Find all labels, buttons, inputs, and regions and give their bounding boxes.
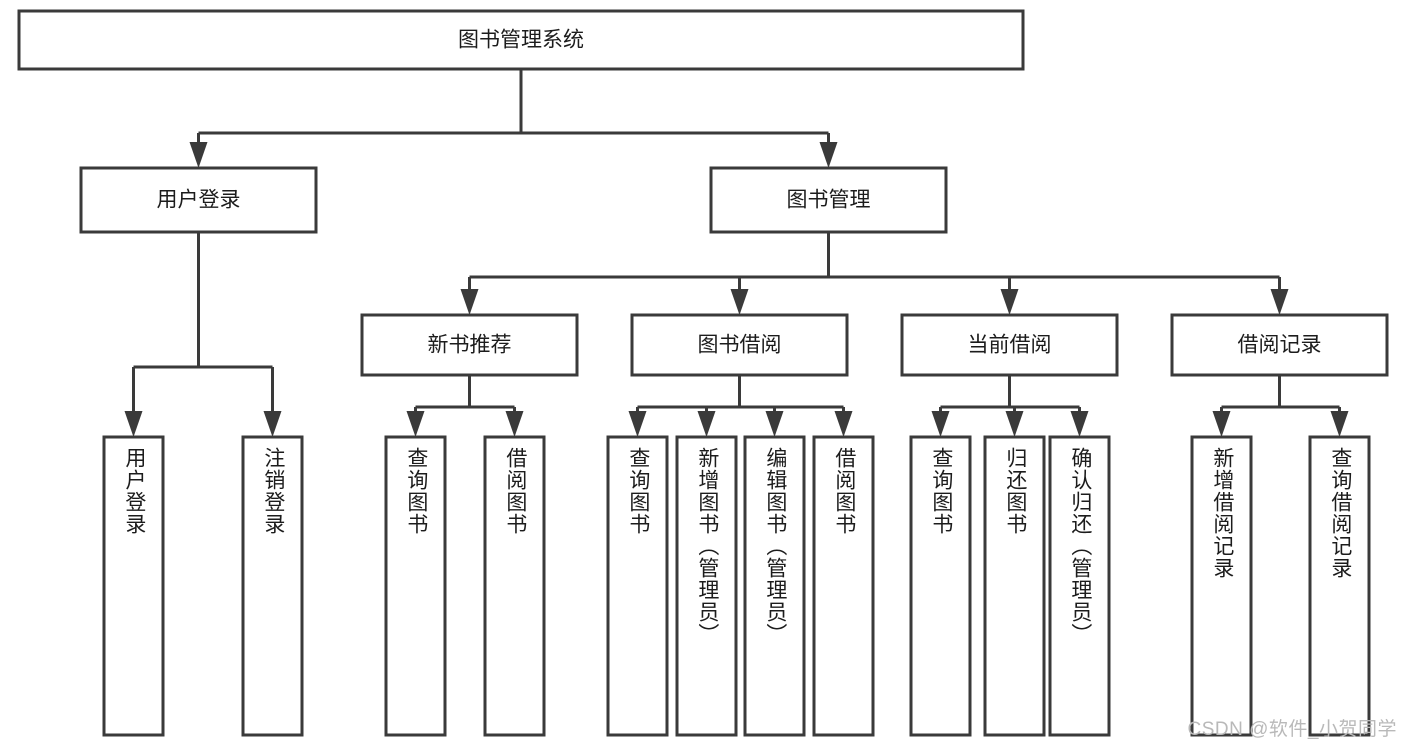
arrow-head-icon [1005,411,1024,437]
node-leaf-query-book-2-box[interactable] [606,435,669,737]
arrow-head-icon [819,142,838,168]
node-new-book-recommend-label: 新书推荐 [428,334,512,357]
arrow-head-icon [1212,411,1231,437]
node-leaf-add-record-box[interactable] [1190,435,1253,737]
node-leaf-user-login[interactable] [102,435,165,737]
node-root-label: 图书管理系统 [458,29,584,52]
arrow-head-icon [697,411,716,437]
arrow-head-icon [1330,411,1349,437]
node-leaf-borrow-book-2[interactable] [812,435,875,737]
node-book-manage[interactable]: 图书管理 [709,166,948,234]
connector-layer [124,69,1349,437]
node-leaf-add-book-box[interactable] [675,435,738,737]
node-root[interactable]: 图书管理系统 [17,9,1025,71]
node-leaf-query-record-box[interactable] [1308,435,1371,737]
arrow-head-icon [406,411,425,437]
arrow-head-icon [189,142,208,168]
node-book-manage-box[interactable] [709,166,948,234]
node-leaf-borrow-book-1-box[interactable] [483,435,546,737]
arrow-head-icon [931,411,950,437]
node-leaf-edit-book[interactable] [743,435,806,737]
arrow-head-icon [730,289,749,315]
node-leaf-user-logout-box[interactable] [241,435,304,737]
node-leaf-query-book-2[interactable] [606,435,669,737]
arrow-head-icon [765,411,784,437]
node-user-login-box[interactable] [79,166,318,234]
node-leaf-confirm-return-box[interactable] [1048,435,1111,737]
arrow-head-icon [834,411,853,437]
watermark: CSDN @软件_小贺同学 [1187,719,1397,740]
arrow-head-icon [1270,289,1289,315]
arrow-head-icon [460,289,479,315]
node-book-manage-label: 图书管理 [787,189,871,212]
node-leaf-user-logout[interactable] [241,435,304,737]
node-leaf-borrow-book-2-box[interactable] [812,435,875,737]
node-user-login-label: 用户登录 [157,189,241,212]
node-leaf-query-record[interactable] [1308,435,1371,737]
arrow-head-icon [1070,411,1089,437]
arrow-head-icon [1000,289,1019,315]
node-leaf-edit-book-box[interactable] [743,435,806,737]
node-user-login[interactable]: 用户登录 [79,166,318,234]
node-book-borrow-label: 图书借阅 [698,334,782,357]
node-leaf-return-book[interactable] [983,435,1046,737]
node-leaf-add-record[interactable] [1190,435,1253,737]
node-leaf-query-book-1[interactable] [384,435,447,737]
node-book-borrow[interactable]: 图书借阅 [630,313,849,377]
arrow-head-icon [505,411,524,437]
node-borrow-record-box[interactable] [1170,313,1389,377]
node-leaf-query-book-3-box[interactable] [909,435,972,737]
node-borrow-record[interactable]: 借阅记录 [1170,313,1389,377]
node-borrow-record-label: 借阅记录 [1238,334,1322,357]
node-leaf-confirm-return[interactable] [1048,435,1111,737]
node-current-borrow-box[interactable] [900,313,1119,377]
node-leaf-return-book-box[interactable] [983,435,1046,737]
node-root-box[interactable] [17,9,1025,71]
node-new-book-recommend-box[interactable] [360,313,579,377]
arrow-head-icon [263,411,282,437]
node-new-book-recommend[interactable]: 新书推荐 [360,313,579,377]
arrow-head-icon [628,411,647,437]
node-leaf-borrow-book-1[interactable] [483,435,546,737]
node-leaf-add-book[interactable] [675,435,738,737]
node-leaf-query-book-3[interactable] [909,435,972,737]
node-leaf-user-login-box[interactable] [102,435,165,737]
node-leaf-query-book-1-box[interactable] [384,435,447,737]
node-current-borrow[interactable]: 当前借阅 [900,313,1119,377]
arrow-head-icon [124,411,143,437]
node-book-borrow-box[interactable] [630,313,849,377]
node-current-borrow-label: 当前借阅 [968,334,1052,357]
